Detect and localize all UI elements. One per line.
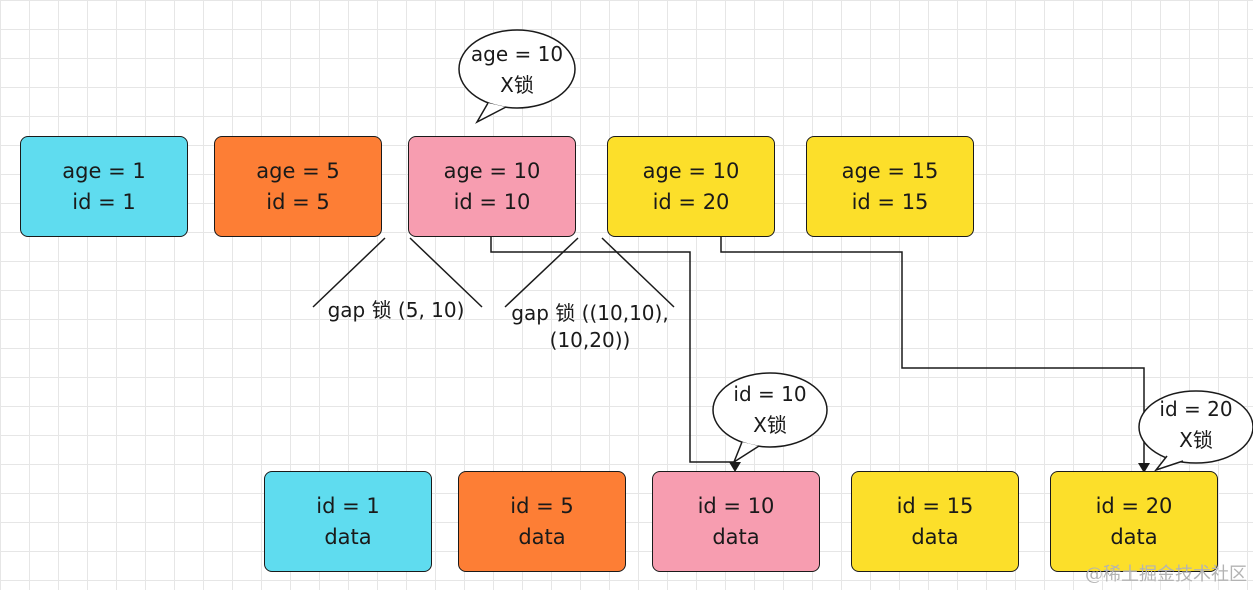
node-line2: id = 10 bbox=[453, 189, 531, 214]
node-line1: id = 5 bbox=[510, 493, 574, 518]
node-line2: data bbox=[324, 524, 372, 549]
gap-label-line1: gap 锁 (5, 10) bbox=[327, 298, 465, 322]
node-line2: data bbox=[518, 524, 566, 549]
index-node-age5: age = 5 id = 5 bbox=[214, 136, 382, 237]
node-line2: data bbox=[712, 524, 760, 549]
node-line1: id = 15 bbox=[896, 493, 974, 518]
gap-label-line2: (10,20)) bbox=[549, 328, 631, 352]
node-line1: id = 1 bbox=[316, 493, 380, 518]
data-node-id5: id = 5 data bbox=[458, 471, 626, 572]
arrowhead bbox=[729, 462, 741, 472]
lock-bubble-id20: id = 20 X锁 bbox=[1139, 394, 1253, 456]
node-line1: age = 10 bbox=[443, 158, 541, 183]
connector-age10-id20 bbox=[720, 237, 1145, 466]
speech-bubble bbox=[712, 372, 828, 464]
node-line1: age = 5 bbox=[256, 158, 340, 183]
lock-bubble-age10: age = 10 X锁 bbox=[459, 39, 575, 101]
arrowhead bbox=[1138, 463, 1150, 473]
bubble-line2: X锁 bbox=[1179, 428, 1213, 452]
node-line1: id = 10 bbox=[697, 493, 775, 518]
node-line1: age = 10 bbox=[642, 158, 740, 183]
gap-bracket-line bbox=[312, 237, 386, 308]
gap-bracket-line bbox=[409, 237, 483, 308]
watermark: @稀土掘金技术社区 bbox=[1085, 564, 1247, 585]
node-line2: id = 20 bbox=[652, 189, 730, 214]
gap-label-line1: gap 锁 ((10,10), bbox=[511, 301, 669, 325]
index-node-age10-id10: age = 10 id = 10 bbox=[408, 136, 576, 237]
index-node-age15: age = 15 id = 15 bbox=[806, 136, 974, 237]
node-line2: data bbox=[911, 524, 959, 549]
data-node-id10: id = 10 data bbox=[652, 471, 820, 572]
gap-bracket-line bbox=[601, 237, 675, 308]
node-line2: id = 1 bbox=[72, 189, 136, 214]
gap-lock-label-5-10: gap 锁 (5, 10) bbox=[318, 297, 474, 324]
node-line1: id = 20 bbox=[1095, 493, 1173, 518]
speech-bubble bbox=[458, 29, 576, 124]
bubble-line2: X锁 bbox=[500, 73, 534, 97]
node-line2: data bbox=[1110, 524, 1158, 549]
lock-bubble-id10: id = 10 X锁 bbox=[713, 379, 827, 441]
bubble-line1: id = 10 bbox=[733, 382, 807, 406]
data-node-id1: id = 1 data bbox=[264, 471, 432, 572]
bubble-line1: id = 20 bbox=[1159, 397, 1233, 421]
bubble-line1: age = 10 bbox=[470, 42, 564, 66]
data-node-id20: id = 20 data bbox=[1050, 471, 1218, 572]
index-node-age10-id20: age = 10 id = 20 bbox=[607, 136, 775, 237]
node-line1: age = 1 bbox=[62, 158, 146, 183]
data-node-id15: id = 15 data bbox=[851, 471, 1019, 572]
node-line2: id = 15 bbox=[851, 189, 929, 214]
gap-bracket-line bbox=[504, 237, 579, 308]
gap-lock-label-10-20: gap 锁 ((10,10), (10,20)) bbox=[505, 300, 675, 354]
node-line1: age = 15 bbox=[841, 158, 939, 183]
node-line2: id = 5 bbox=[266, 189, 330, 214]
speech-bubble bbox=[1138, 390, 1253, 472]
index-node-age1: age = 1 id = 1 bbox=[20, 136, 188, 237]
bubble-line2: X锁 bbox=[753, 413, 787, 437]
